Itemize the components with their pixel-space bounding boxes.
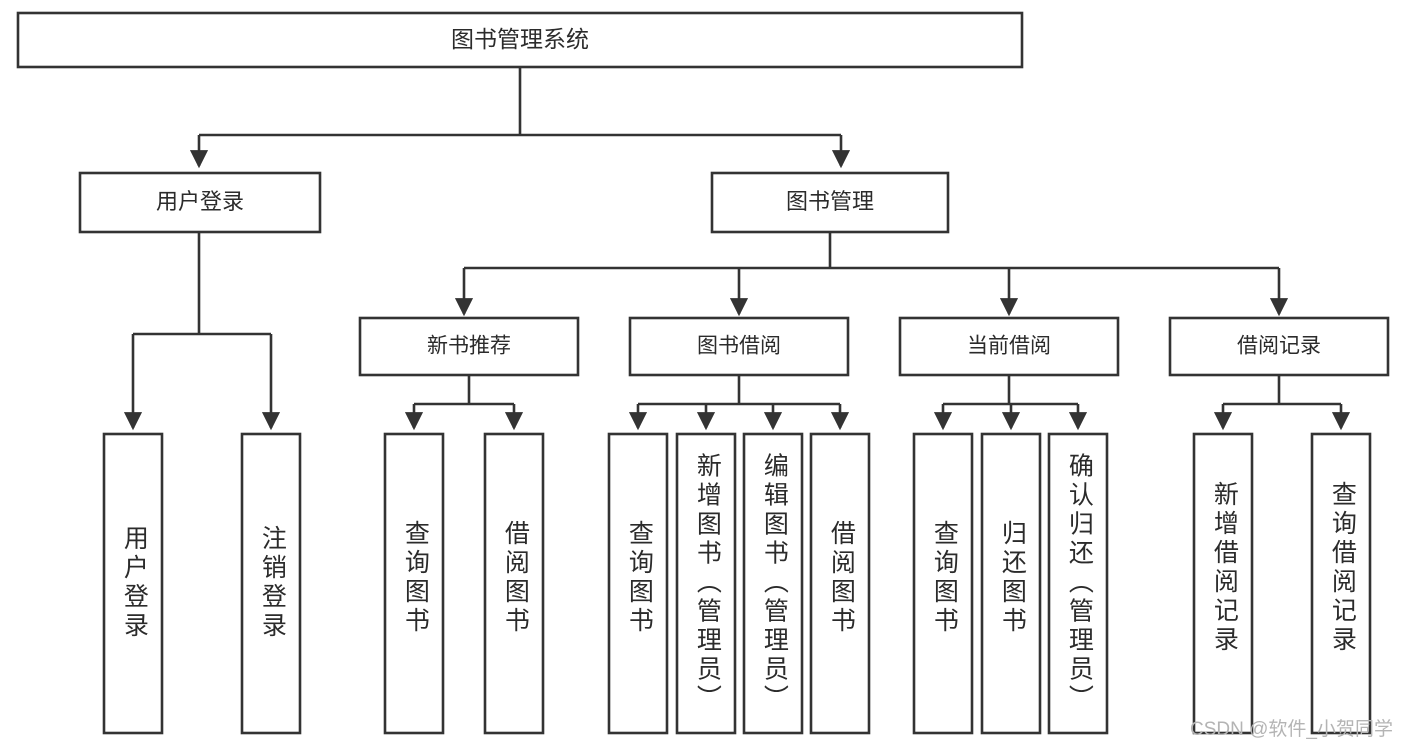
node-borrow-record-label: 借阅记录	[1237, 335, 1321, 358]
leaf-borrow-borrow-book[interactable]: 借阅图书	[809, 432, 871, 735]
leaf-user-login-login[interactable]: 用户登录	[102, 432, 164, 735]
leaf-current-return-book-label: 归还图书	[998, 520, 1027, 636]
node-root-book-management-system[interactable]: 图书管理系统	[16, 11, 1024, 69]
node-new-book-recommend[interactable]: 新书推荐	[358, 316, 580, 377]
leaf-borrow-edit-book-rect	[742, 432, 804, 735]
node-book-borrow-label: 图书借阅	[697, 335, 781, 358]
node-root-rect	[16, 11, 1024, 69]
node-root-label: 图书管理系统	[451, 26, 589, 52]
leaf-current-query-book-label: 查询图书	[930, 520, 959, 636]
leaf-current-confirm-return-label: 确认归还（管理员）	[1065, 453, 1094, 714]
node-user-login[interactable]: 用户登录	[78, 171, 322, 234]
leaf-borrow-query-book-label: 查询图书	[625, 520, 654, 636]
leaf-user-login-login-rect	[102, 432, 164, 735]
leaf-borrow-add-book-label: 新增图书（管理员）	[693, 453, 722, 714]
node-book-management-rect	[710, 171, 950, 234]
node-book-management[interactable]: 图书管理	[710, 171, 950, 234]
leaf-current-return-book[interactable]: 归还图书	[980, 432, 1042, 735]
connectors-layer	[123, 67, 1351, 431]
leaf-new-book-borrow-label: 借阅图书	[501, 520, 530, 636]
node-user-login-label: 用户登录	[156, 189, 244, 214]
leaf-current-query-book-rect	[912, 432, 974, 735]
node-borrow-record[interactable]: 借阅记录	[1168, 316, 1390, 377]
leaf-user-login-logout[interactable]: 注销登录	[240, 432, 302, 735]
leaf-borrow-add-book-rect	[675, 432, 737, 735]
node-current-borrow[interactable]: 当前借阅	[898, 316, 1120, 377]
leaf-borrow-add-book[interactable]: 新增图书（管理员）	[675, 432, 737, 735]
leaf-record-add-record-rect	[1192, 432, 1254, 735]
node-new-book-recommend-label: 新书推荐	[427, 335, 511, 358]
leaf-record-add-record[interactable]: 新增借阅记录	[1192, 432, 1254, 735]
leaf-new-book-borrow[interactable]: 借阅图书	[483, 432, 545, 735]
leaf-borrow-query-book-rect	[607, 432, 669, 735]
node-user-login-rect	[78, 171, 322, 234]
node-current-borrow-label: 当前借阅	[967, 335, 1051, 358]
leaf-current-query-book[interactable]: 查询图书	[912, 432, 974, 735]
leaf-current-confirm-return-rect	[1047, 432, 1109, 735]
leaf-record-query-record-rect	[1310, 432, 1372, 735]
leaf-record-query-record-label: 查询借阅记录	[1328, 481, 1357, 655]
leaf-borrow-query-book[interactable]: 查询图书	[607, 432, 669, 735]
leaf-user-login-login-label: 用户登录	[120, 525, 149, 641]
node-new-book-recommend-rect	[358, 316, 580, 377]
node-book-borrow[interactable]: 图书借阅	[628, 316, 850, 377]
leaf-user-login-logout-label: 注销登录	[258, 525, 287, 641]
leaf-current-return-book-rect	[980, 432, 1042, 735]
node-current-borrow-rect	[898, 316, 1120, 377]
leaf-record-query-record[interactable]: 查询借阅记录	[1310, 432, 1372, 735]
leaf-user-login-logout-rect	[240, 432, 302, 735]
node-book-borrow-rect	[628, 316, 850, 377]
leaf-current-confirm-return[interactable]: 确认归还（管理员）	[1047, 432, 1109, 735]
node-borrow-record-rect	[1168, 316, 1390, 377]
leaf-borrow-borrow-book-label: 借阅图书	[827, 520, 856, 636]
leaf-borrow-edit-book-label: 编辑图书（管理员）	[760, 453, 789, 714]
leaf-record-add-record-label: 新增借阅记录	[1210, 481, 1239, 655]
leaf-new-book-query-label: 查询图书	[401, 520, 430, 636]
leaf-new-book-query-rect	[383, 432, 445, 735]
leaf-borrow-borrow-book-rect	[809, 432, 871, 735]
leaf-new-book-borrow-rect	[483, 432, 545, 735]
node-book-management-label: 图书管理	[786, 189, 874, 214]
leaf-new-book-query[interactable]: 查询图书	[383, 432, 445, 735]
leaf-borrow-edit-book[interactable]: 编辑图书（管理员）	[742, 432, 804, 735]
